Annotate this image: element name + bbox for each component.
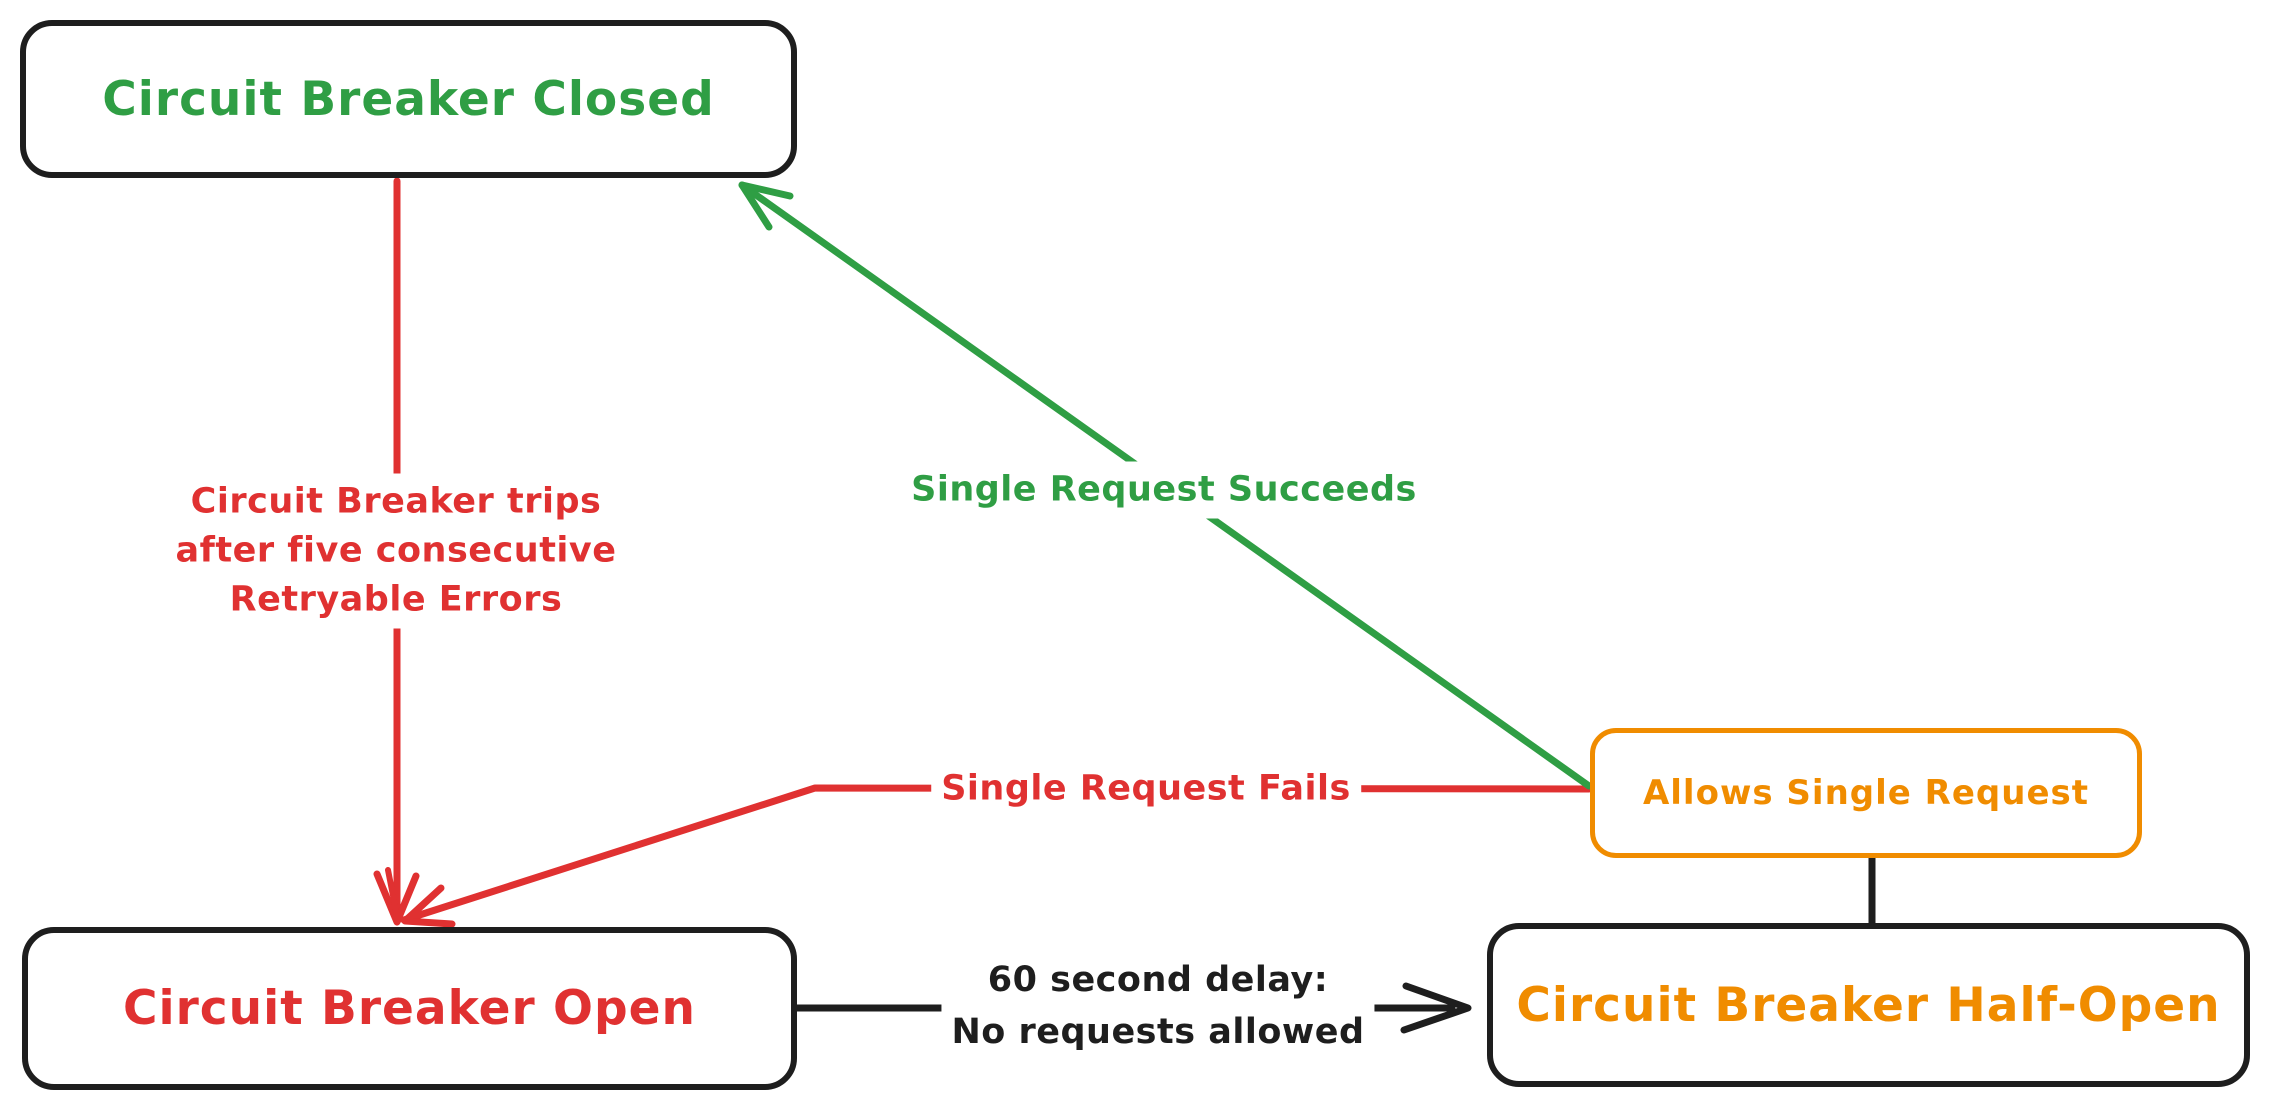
edge-label-succeeds: Single Request Succeeds xyxy=(901,461,1427,519)
edge-label-trips-line3: Retryable Errors xyxy=(229,579,563,620)
edge-label-trips-line1: Circuit Breaker trips xyxy=(190,481,602,522)
edge-succeeds-arrowhead xyxy=(738,181,794,231)
edge-trips-arrowhead-stroke2 xyxy=(385,867,401,924)
node-allows-single-request-label: Allows Single Request xyxy=(1642,773,2090,813)
state-node-closed: Circuit Breaker Closed xyxy=(20,20,797,178)
edge-label-delay-line1: 60 second delay: xyxy=(987,960,1329,1000)
edge-label-trips: Circuit Breaker trips after five consecu… xyxy=(165,473,627,629)
edge-label-delay: 60 second delay: No requests allowed xyxy=(941,950,1375,1062)
edge-fails-arrowhead xyxy=(401,884,456,928)
state-node-open: Circuit Breaker Open xyxy=(22,927,797,1090)
state-node-open-label: Circuit Breaker Open xyxy=(123,981,696,1036)
state-node-half-open-label: Circuit Breaker Half-Open xyxy=(1516,977,2221,1033)
state-node-half-open: Circuit Breaker Half-Open xyxy=(1487,923,2250,1087)
edge-delay-arrowhead xyxy=(1400,982,1472,1034)
node-allows-single-request: Allows Single Request xyxy=(1590,728,2142,858)
edge-label-trips-line2: after five consecutive xyxy=(175,530,617,571)
edge-label-delay-line2: No requests allowed xyxy=(951,1012,1365,1052)
state-node-closed-label: Circuit Breaker Closed xyxy=(102,71,715,127)
edge-label-fails: Single Request Fails xyxy=(931,760,1361,818)
